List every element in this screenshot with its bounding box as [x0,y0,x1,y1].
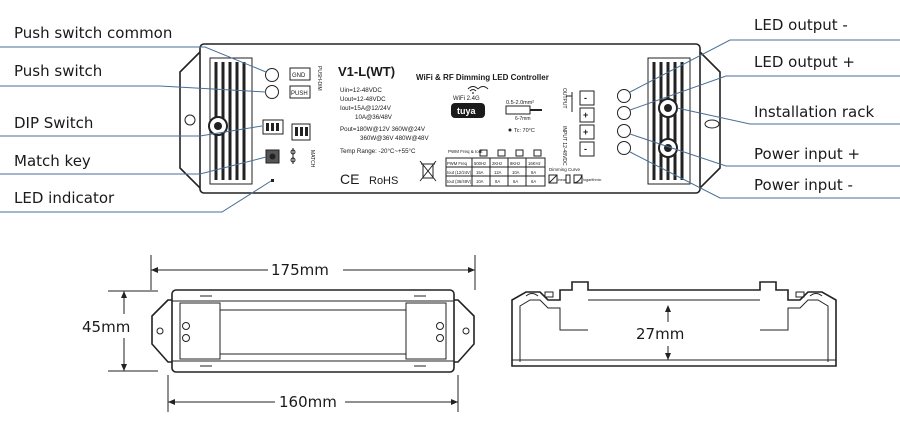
input-minus-sign [579,141,595,157]
svg-text:-: - [584,144,587,154]
input-plus-sign [579,124,595,140]
power-input-plus-terminal [617,124,631,138]
spec-uout: Uout=12-48VDC [340,96,386,103]
output-minus-sign [579,90,595,106]
svg-text:500Hz: 500Hz [474,161,486,166]
left-flange-slot [184,114,196,126]
svg-text:6A: 6A [531,179,536,184]
push-tag [289,85,311,99]
callout-power-input-minus: Power input - [754,176,853,194]
svg-text:linear: linear [557,178,567,182]
svg-text:logarithmic: logarithmic [583,178,601,182]
led-output-plus-terminal [617,106,631,120]
push-dim-label: PUSH-DIM [316,66,322,91]
model-name: V1-L(WT) [338,64,395,79]
rohs-mark: RoHS [369,175,398,187]
callout-led-output-minus: LED output - [754,16,848,34]
push-common-terminal [265,68,279,82]
led-output-minus-terminal [617,89,631,103]
pwm-table-title: PWM Freq & Iout [448,149,483,154]
device-body [199,43,701,194]
dim-width: 45mm [82,318,130,336]
svg-text:8A: 8A [495,179,500,184]
push-label: PUSH [291,91,308,97]
dim-height: 27mm [636,325,684,343]
callout-led-indicator: LED indicator [14,189,115,207]
spec-temp: Temp Range: -20°C~+55°C [340,148,416,155]
spec-iout: Iout=15A@12/24V [340,105,392,112]
callout-match-key: Match key [14,152,91,170]
wire-length-label: 6-7mm [515,116,531,122]
svg-text:16KHz: 16KHz [528,161,541,166]
svg-text:8KHz: 8KHz [510,161,520,166]
right-rib-section [647,57,691,185]
right-flange-slot [704,119,720,129]
svg-text:15A: 15A [476,170,484,175]
svg-text:Iout (12/24V): Iout (12/24V) [447,170,472,175]
spec-iout-2: 10A@36/48V [355,114,393,121]
output-label: OUTPUT [561,88,567,109]
callout-led-output-plus: LED output + [754,53,855,71]
ce-mark: CE [340,171,359,187]
spec-pout-1: Pout=180W@12V 360W@24V [340,126,426,133]
callout-installation-rack: Installation rack [754,103,874,121]
spec-uin: Uin=12-48VDC [340,87,382,94]
input-label: INPUT 12-48VDC [561,126,567,166]
callout-power-input-plus: Power input + [754,145,860,163]
wifi-label: WiFi 2.4G [453,96,480,102]
product-title: WiFi & RF Dimming LED Controller [416,73,549,82]
wifi-icon [467,86,489,94]
wire-strip-label: 0.5-2.0mm² [506,100,534,106]
svg-text:8A: 8A [531,170,536,175]
led-indicator-light [271,179,274,182]
output-plus-sign [579,107,595,123]
svg-text:2KHz: 2KHz [492,161,502,166]
svg-text:-: - [584,93,587,103]
svg-text:10A: 10A [476,179,484,184]
pwm-table: PWM Freq 500Hz 2KHz 8KHz 16KHz Iout (12/… [445,157,546,187]
power-input-minus-terminal [617,141,631,155]
gnd-tag [289,67,311,81]
spec-pout-2: 360W@36V 480W@48V [360,135,430,142]
svg-text:6A: 6A [513,179,518,184]
svg-text:Iout (36/48V): Iout (36/48V) [447,179,472,184]
svg-text:+: + [583,110,588,120]
dip-switch-left [262,119,284,135]
callout-push-switch-common: Push switch common [14,24,172,42]
svg-text:PWM Freq: PWM Freq [447,161,468,166]
device-top-view: GND PUSH PUSH-DIM MATCH V1-L(WT) WiFi & … [179,43,721,194]
callout-dip-switch: DIP Switch [14,114,93,132]
dimension-top-view: 175mm 45mm 160mm [82,255,476,412]
dimming-curve-icons: linear logarithmic [548,174,601,184]
weee-bin-icon [419,160,437,182]
dimming-curve-title: Dimming Curve [549,167,581,172]
dim-length-inner: 160mm [279,393,337,411]
dip-switch-right [291,123,311,141]
svg-text:10A: 10A [512,170,520,175]
callout-push-switch: Push switch [14,62,102,80]
callouts-left: Push switch common Push switch DIP Switc… [0,24,272,213]
callouts-right: LED output - LED output + Installation r… [629,16,900,199]
match-label: MATCH [309,150,315,168]
gnd-label: GND [292,73,306,79]
svg-text:+: + [583,127,588,137]
tuya-logo [451,103,485,118]
tuya-label: tuya [457,106,477,116]
svg-text:12A: 12A [494,170,502,175]
dimension-side-view: 27mm [511,281,837,367]
tc-label: Tc: 70°C [514,128,535,134]
dim-length-outer: 175mm [271,261,329,279]
